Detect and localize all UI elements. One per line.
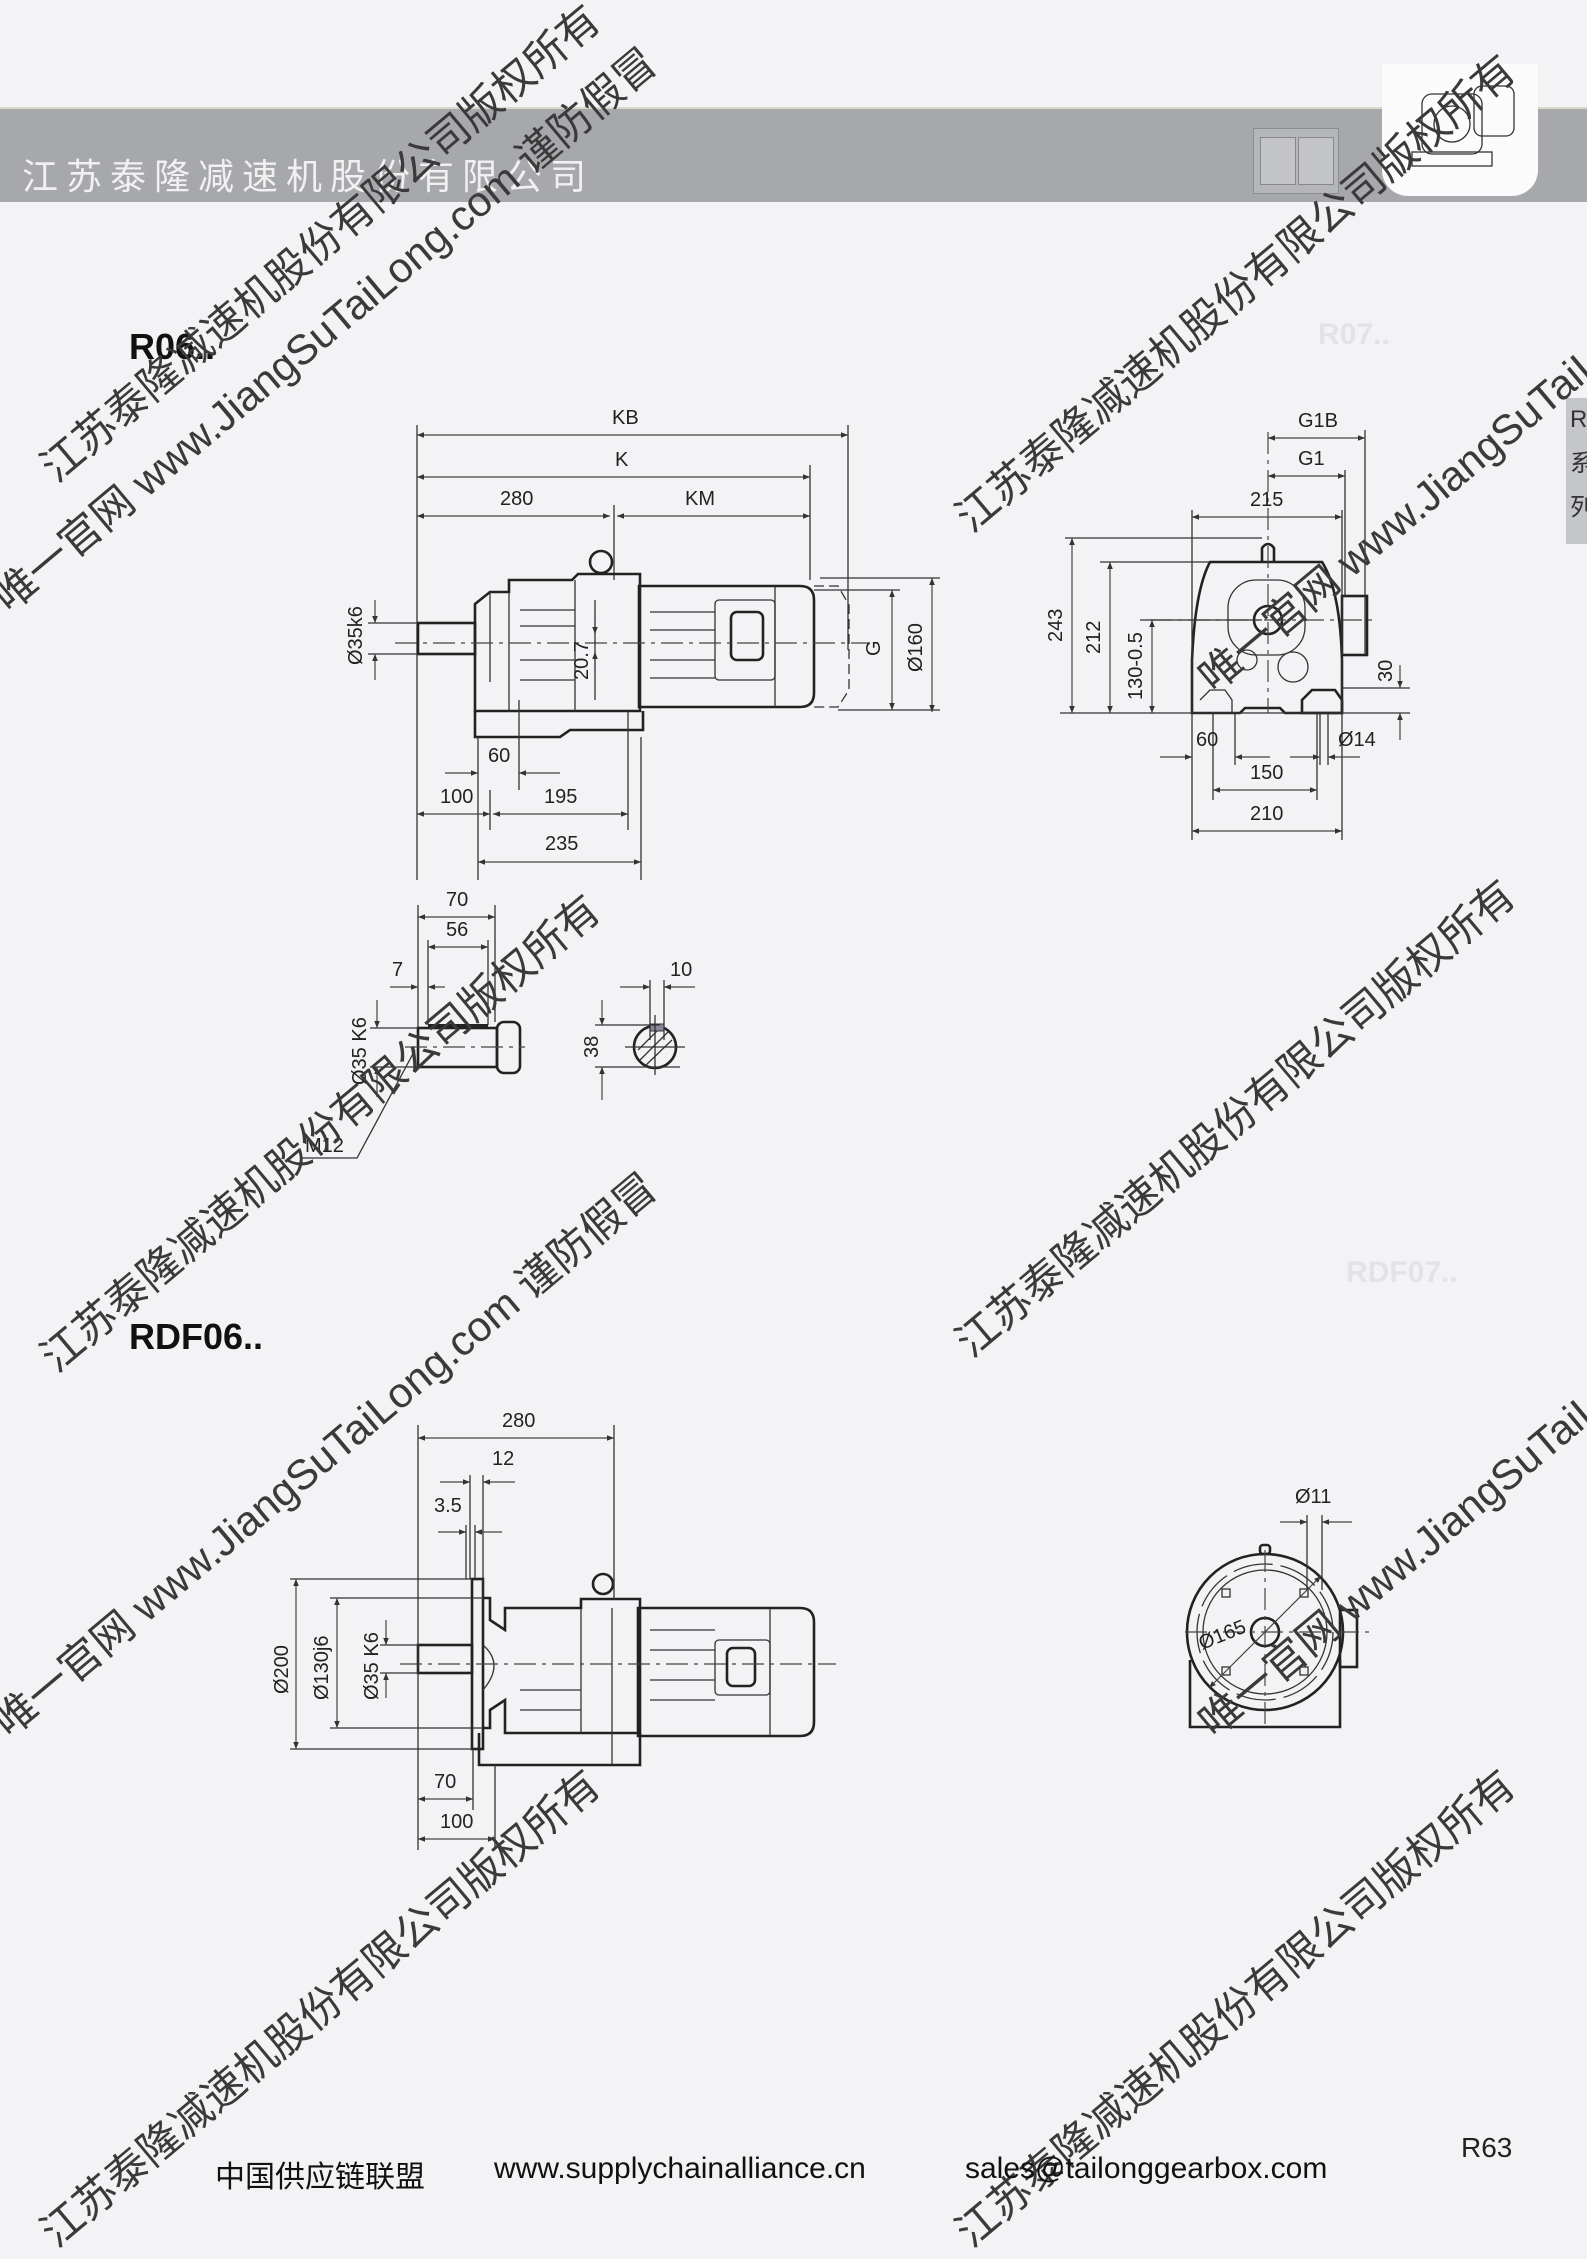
dim-14: Ø14	[1338, 729, 1376, 751]
dim-30: 30	[1375, 660, 1397, 682]
dim-56: 56	[446, 919, 468, 941]
dim-150: 150	[1250, 762, 1283, 784]
dim-212: 212	[1083, 621, 1105, 654]
footer-email-link[interactable]: sales@tailonggearbox.com	[965, 2152, 1328, 2185]
dim-g1b: G1B	[1298, 410, 1338, 432]
r06-shaft-detail: 70 56 7 Ø35 K6 M12 10 38	[300, 889, 695, 1159]
dim-280: 280	[500, 488, 533, 510]
dim-g1: G1	[1298, 448, 1325, 470]
dim-7: 7	[392, 959, 403, 981]
dim-3-5: 3.5	[434, 1495, 462, 1517]
dim-20-7: 20.7	[571, 641, 593, 680]
section-title-rdf06: RDF06..	[129, 1316, 264, 1357]
dim-243: 243	[1045, 609, 1067, 642]
page-number: R63	[1461, 2132, 1513, 2163]
dim-60-end: 60	[1196, 729, 1218, 751]
dim-rdf-35k6: Ø35 K6	[361, 1632, 383, 1700]
dim-11: Ø11	[1295, 1486, 1331, 1508]
dim-kb: KB	[612, 407, 639, 429]
dim-rdf-100: 100	[440, 1811, 473, 1833]
dim-k: K	[615, 449, 629, 471]
dim-km: KM	[685, 488, 715, 510]
rdf06-side-view: 280 12 3.5 Ø200 Ø130j6 Ø35 K6 70 100	[271, 1410, 836, 1850]
catalog-book-icon	[1253, 128, 1339, 194]
dim-rdf-280: 280	[502, 1410, 535, 1432]
dim-10: 10	[670, 959, 692, 981]
footer-alliance: 中国供应链联盟	[215, 2161, 425, 2194]
gearbox-product-icon	[1382, 64, 1538, 196]
dim-shaft-35k6: Ø35k6	[345, 606, 367, 665]
dim-235: 235	[545, 833, 578, 855]
dim-60: 60	[488, 745, 510, 767]
ghost-title-rdf07: RDF07..	[1346, 1256, 1458, 1289]
series-side-tab: R 系 列	[1566, 398, 1587, 544]
dim-100: 100	[440, 786, 473, 808]
dim-130: 130-0.5	[1125, 632, 1147, 700]
dim-210: 210	[1250, 803, 1283, 825]
dim-shaft-d35k6: Ø35 K6	[349, 1017, 371, 1085]
company-name: 江苏泰隆减速机股份有限公司	[22, 156, 595, 197]
dim-130j6: Ø130j6	[311, 1636, 333, 1701]
ghost-title-r07: R07..	[1318, 318, 1390, 351]
dim-rdf-70: 70	[434, 1771, 456, 1793]
dim-12: 12	[492, 1448, 514, 1470]
dim-160: Ø160	[905, 623, 927, 672]
side-tab-line: 系	[1570, 450, 1587, 477]
section-title-r06: R06..	[129, 326, 216, 367]
dim-g: G	[863, 640, 885, 656]
footer-website-link[interactable]: www.supplychainalliance.cn	[494, 2152, 866, 2185]
dim-200: Ø200	[271, 1645, 293, 1694]
r06-end-view: G1B G1 215 243 212 130-0.5 30 60 Ø14 150…	[1045, 410, 1410, 840]
dim-70: 70	[446, 889, 468, 911]
side-tab-line: 列	[1570, 494, 1587, 521]
dim-38: 38	[581, 1036, 603, 1058]
dim-m12: M12	[305, 1135, 344, 1157]
side-tab-line: R	[1570, 406, 1587, 433]
dim-215: 215	[1250, 489, 1283, 511]
r06-side-view: KB K 280 KM 20.7 Ø35k6 G Ø160 60	[345, 407, 940, 880]
dim-195: 195	[544, 786, 577, 808]
